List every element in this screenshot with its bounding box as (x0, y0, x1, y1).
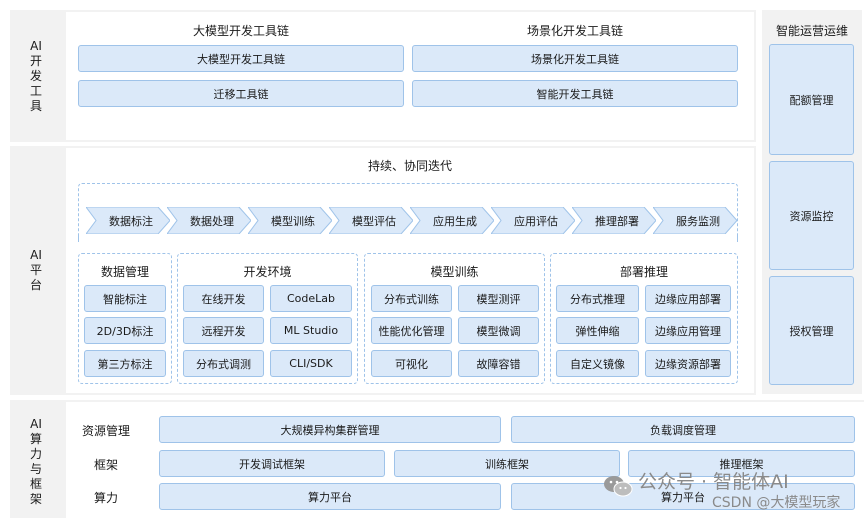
train-distributed-training[interactable]: 分布式训练 (371, 285, 452, 312)
train-visualization[interactable]: 可视化 (371, 350, 452, 377)
pipeline-step-app-generation[interactable]: 应用生成 (409, 206, 495, 235)
dev-env-codelab[interactable]: CodeLab (270, 285, 352, 312)
compute-training-framework[interactable]: 训练框架 (394, 450, 620, 477)
row-label-framework: 框架 (93, 457, 118, 472)
watermark-line1: 公众号 · 智能体AI (638, 471, 789, 493)
ops-item-quota[interactable]: 配额管理 (769, 44, 854, 155)
col1-title: 大模型开发工具链 (192, 24, 289, 38)
iteration-title: 持续、协同迭代 (367, 159, 452, 173)
train-model-finetune[interactable]: 模型微调 (458, 317, 539, 344)
ops-title: 智能运营运维 (775, 24, 848, 38)
deploy-custom-image[interactable]: 自定义镜像 (556, 350, 639, 377)
dev-env-ml-studio[interactable]: ML Studio (270, 317, 352, 344)
pipeline-step-inference-deploy[interactable]: 推理部署 (571, 206, 657, 235)
wechat-logo-icon (603, 474, 633, 498)
group-dev-environment-title: 开发环境 (243, 265, 292, 279)
row-label-compute: 算力 (93, 490, 118, 505)
deploy-edge-resource-deploy[interactable]: 边缘资源部署 (645, 350, 731, 377)
ops-item-license[interactable]: 授权管理 (769, 276, 854, 385)
group-model-training-title: 模型训练 (430, 265, 479, 279)
pipeline-step-service-monitor[interactable]: 服务监测 (652, 206, 738, 235)
dev-env-remote-dev[interactable]: 远程开发 (183, 317, 264, 344)
dev-env-online-dev[interactable]: 在线开发 (183, 285, 264, 312)
tool-box-smart-dev-toolchain[interactable]: 智能开发工具链 (412, 80, 738, 107)
pipeline-step-data-labeling[interactable]: 数据标注 (85, 206, 171, 235)
deploy-elastic-scaling[interactable]: 弹性伸缩 (556, 317, 639, 344)
tool-box-llm-toolchain[interactable]: 大模型开发工具链 (78, 45, 404, 72)
data-mgmt-2d3d-labeling[interactable]: 2D/3D标注 (84, 317, 166, 344)
group-data-management-title: 数据管理 (100, 265, 149, 279)
ops-item-resource-monitor[interactable]: 资源监控 (769, 161, 854, 270)
pipeline-step-model-evaluation[interactable]: 模型评估 (328, 206, 414, 235)
train-fault-tolerance[interactable]: 故障容错 (458, 350, 539, 377)
tool-box-scenario-toolchain[interactable]: 场景化开发工具链 (412, 45, 738, 72)
data-mgmt-third-party-labeling[interactable]: 第三方标注 (84, 350, 166, 377)
row-label-resource-management: 资源管理 (81, 423, 130, 438)
data-mgmt-smart-labeling[interactable]: 智能标注 (84, 285, 166, 312)
train-performance-optimization[interactable]: 性能优化管理 (371, 317, 452, 344)
watermark-line2: CSDN @大模型玩家 (712, 495, 841, 511)
dev-env-cli-sdk[interactable]: CLI/SDK (270, 350, 352, 377)
compute-load-scheduling[interactable]: 负载调度管理 (511, 416, 855, 443)
compute-inference-framework[interactable]: 推理框架 (628, 450, 855, 477)
group-deploy-inference-title: 部署推理 (619, 265, 668, 279)
pipeline: 数据标注 数据处理 模型训练 模型评估 应用生成 应用评估 推理部署 服务监测 (85, 206, 738, 235)
deploy-distributed-inference[interactable]: 分布式推理 (556, 285, 639, 312)
train-model-evaluation[interactable]: 模型测评 (458, 285, 539, 312)
ai-dev-tools-panel (66, 12, 754, 140)
pipeline-step-model-training[interactable]: 模型训练 (247, 206, 333, 235)
pipeline-step-app-evaluation[interactable]: 应用评估 (490, 206, 576, 235)
compute-hetero-cluster-management[interactable]: 大规模异构集群管理 (159, 416, 501, 443)
col2-title: 场景化开发工具链 (526, 24, 623, 38)
tool-box-migration-toolchain[interactable]: 迁移工具链 (78, 80, 404, 107)
pipeline-step-data-processing[interactable]: 数据处理 (166, 206, 252, 235)
deploy-edge-app-manage[interactable]: 边缘应用管理 (645, 317, 731, 344)
compute-dev-debug-framework[interactable]: 开发调试框架 (159, 450, 385, 477)
dev-env-distributed-debug[interactable]: 分布式调测 (183, 350, 264, 377)
compute-platform-1[interactable]: 算力平台 (159, 483, 501, 510)
iteration-loop-frame-bottom (78, 236, 738, 242)
deploy-edge-app-deploy[interactable]: 边缘应用部署 (645, 285, 731, 312)
compute-platform-2[interactable]: 算力平台 (511, 483, 855, 510)
